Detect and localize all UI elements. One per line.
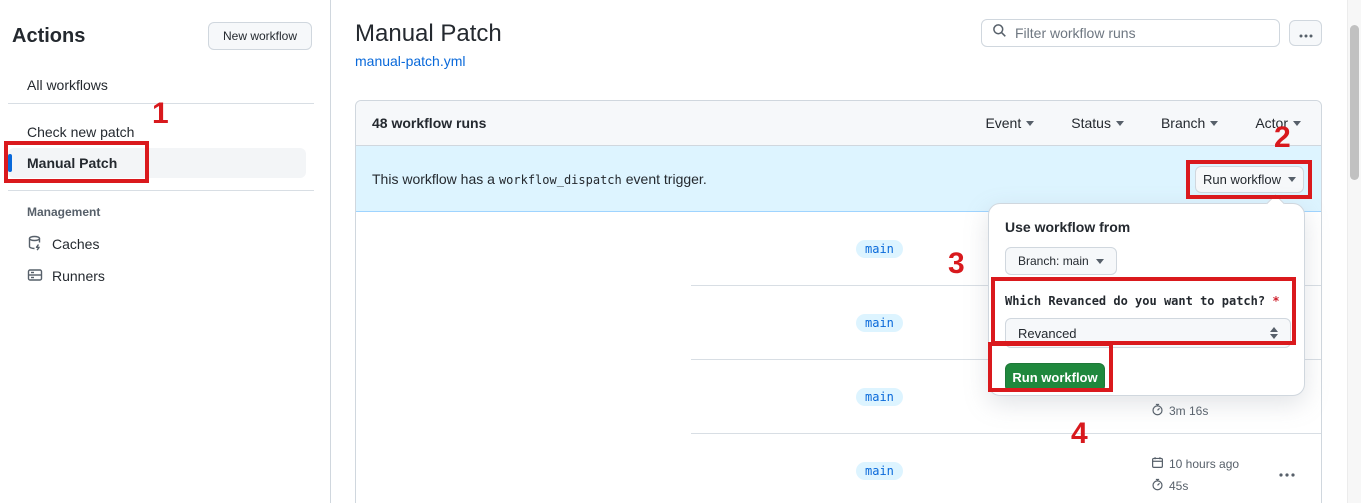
sidebar-item-check-new-patch[interactable]: Check new patch bbox=[8, 117, 306, 147]
dialog-heading: Use workflow from bbox=[1005, 219, 1131, 235]
chevron-down-icon bbox=[1210, 120, 1219, 126]
filter-label: Status bbox=[1071, 115, 1111, 131]
filter-actor[interactable]: Actor bbox=[1255, 115, 1301, 131]
sidebar-item-runners[interactable]: Runners bbox=[27, 262, 307, 290]
sidebar-item-all-workflows[interactable]: All workflows bbox=[8, 70, 306, 100]
sidebar-separator bbox=[330, 0, 331, 503]
filter-branch[interactable]: Branch bbox=[1160, 115, 1219, 131]
filter-status[interactable]: Status bbox=[1071, 115, 1124, 131]
kebab-icon bbox=[1299, 26, 1313, 41]
stopwatch-icon bbox=[1151, 403, 1164, 419]
sidebar-divider bbox=[8, 190, 314, 191]
banner-code: workflow_dispatch bbox=[498, 172, 622, 187]
new-workflow-button[interactable]: New workflow bbox=[207, 22, 312, 50]
branch-badge[interactable]: main bbox=[856, 240, 903, 258]
workflow-run-row[interactable]: main 10 hours ago 45s bbox=[356, 434, 1321, 503]
runs-count: 48 workflow runs bbox=[372, 115, 487, 131]
sidebar-item-label: Manual Patch bbox=[27, 155, 118, 171]
run-workflow-label: Run workflow bbox=[1202, 172, 1282, 187]
branch-badge[interactable]: main bbox=[856, 388, 903, 406]
run-workflow-submit-button[interactable]: Run workflow bbox=[1005, 363, 1105, 392]
runs-card-header: 48 workflow runs Event Status Branch Act… bbox=[356, 101, 1321, 146]
runs-filters: Event Status Branch Actor bbox=[985, 115, 1305, 131]
sidebar-item-label: Caches bbox=[52, 236, 100, 252]
chevron-down-icon bbox=[1026, 120, 1035, 126]
filter-label: Event bbox=[985, 115, 1022, 131]
sidebar-item-label: Check new patch bbox=[27, 124, 135, 140]
sidebar-item-label: Runners bbox=[52, 268, 105, 284]
workflow-options-button[interactable] bbox=[1289, 20, 1322, 46]
selected-indicator bbox=[8, 154, 12, 172]
run-duration: 45s bbox=[1151, 478, 1188, 494]
duration-text: 45s bbox=[1169, 479, 1189, 493]
run-workflow-dropdown-button[interactable]: Run workflow bbox=[1195, 166, 1304, 193]
page-title: Manual Patch bbox=[355, 20, 502, 47]
calendar-icon bbox=[1151, 456, 1164, 472]
branch-selector-button[interactable]: Branch: main bbox=[1005, 247, 1117, 275]
updown-icon bbox=[1270, 327, 1278, 339]
runners-icon bbox=[27, 267, 43, 286]
chevron-down-icon bbox=[1293, 120, 1301, 126]
sidebar-divider bbox=[8, 103, 314, 104]
banner-text-before: This workflow has a bbox=[372, 170, 495, 187]
branch-selector-label: Branch: main bbox=[1018, 254, 1089, 268]
input-label-text: Which Revanced do you want to patch? bbox=[1005, 294, 1266, 308]
run-workflow-dialog: Use workflow from Branch: main Which Rev… bbox=[988, 194, 1305, 396]
dialog-input-label: Which Revanced do you want to patch? * bbox=[1005, 294, 1288, 308]
filter-label: Branch bbox=[1160, 115, 1206, 131]
filter-runs-searchbox[interactable] bbox=[981, 19, 1280, 47]
revanced-select[interactable]: Revanced bbox=[1005, 318, 1291, 348]
workflow-runs-card: 48 workflow runs Event Status Branch Act… bbox=[355, 100, 1322, 503]
search-icon bbox=[992, 23, 1007, 43]
filter-label: Actor bbox=[1255, 115, 1288, 131]
run-time: 10 hours ago bbox=[1151, 456, 1239, 472]
management-heading: Management bbox=[27, 205, 101, 219]
run-duration: 3m 16s bbox=[1151, 403, 1208, 419]
workflow-run-row[interactable]: main 3m 16s bbox=[356, 360, 1321, 434]
duration-text: 3m 16s bbox=[1169, 404, 1209, 418]
scrollbar-thumb[interactable] bbox=[1350, 25, 1359, 180]
chevron-down-icon bbox=[1115, 120, 1124, 126]
sidebar-item-manual-patch[interactable]: Manual Patch bbox=[8, 148, 306, 178]
filter-runs-input[interactable] bbox=[1015, 25, 1269, 41]
actions-sidebar: Actions New workflow All workflows Check… bbox=[0, 0, 330, 503]
sidebar-item-caches[interactable]: Caches bbox=[27, 230, 307, 258]
filter-event[interactable]: Event bbox=[985, 115, 1035, 131]
stopwatch-icon bbox=[1151, 478, 1164, 494]
scrollbar-track[interactable] bbox=[1347, 0, 1361, 503]
sidebar-title: Actions bbox=[12, 24, 86, 47]
chevron-down-icon bbox=[1288, 177, 1297, 182]
sidebar-item-label: All workflows bbox=[27, 77, 108, 93]
required-asterisk: * bbox=[1272, 294, 1280, 308]
banner-text-after: event trigger. bbox=[625, 170, 707, 187]
select-value: Revanced bbox=[1018, 325, 1077, 341]
run-options-button[interactable] bbox=[1279, 464, 1295, 482]
workflow-file-link[interactable]: manual-patch.yml bbox=[355, 53, 466, 69]
branch-badge[interactable]: main bbox=[856, 314, 903, 332]
time-text: 10 hours ago bbox=[1169, 457, 1240, 471]
chevron-down-icon bbox=[1095, 258, 1104, 264]
caches-icon bbox=[27, 235, 43, 254]
branch-badge[interactable]: main bbox=[856, 462, 903, 480]
